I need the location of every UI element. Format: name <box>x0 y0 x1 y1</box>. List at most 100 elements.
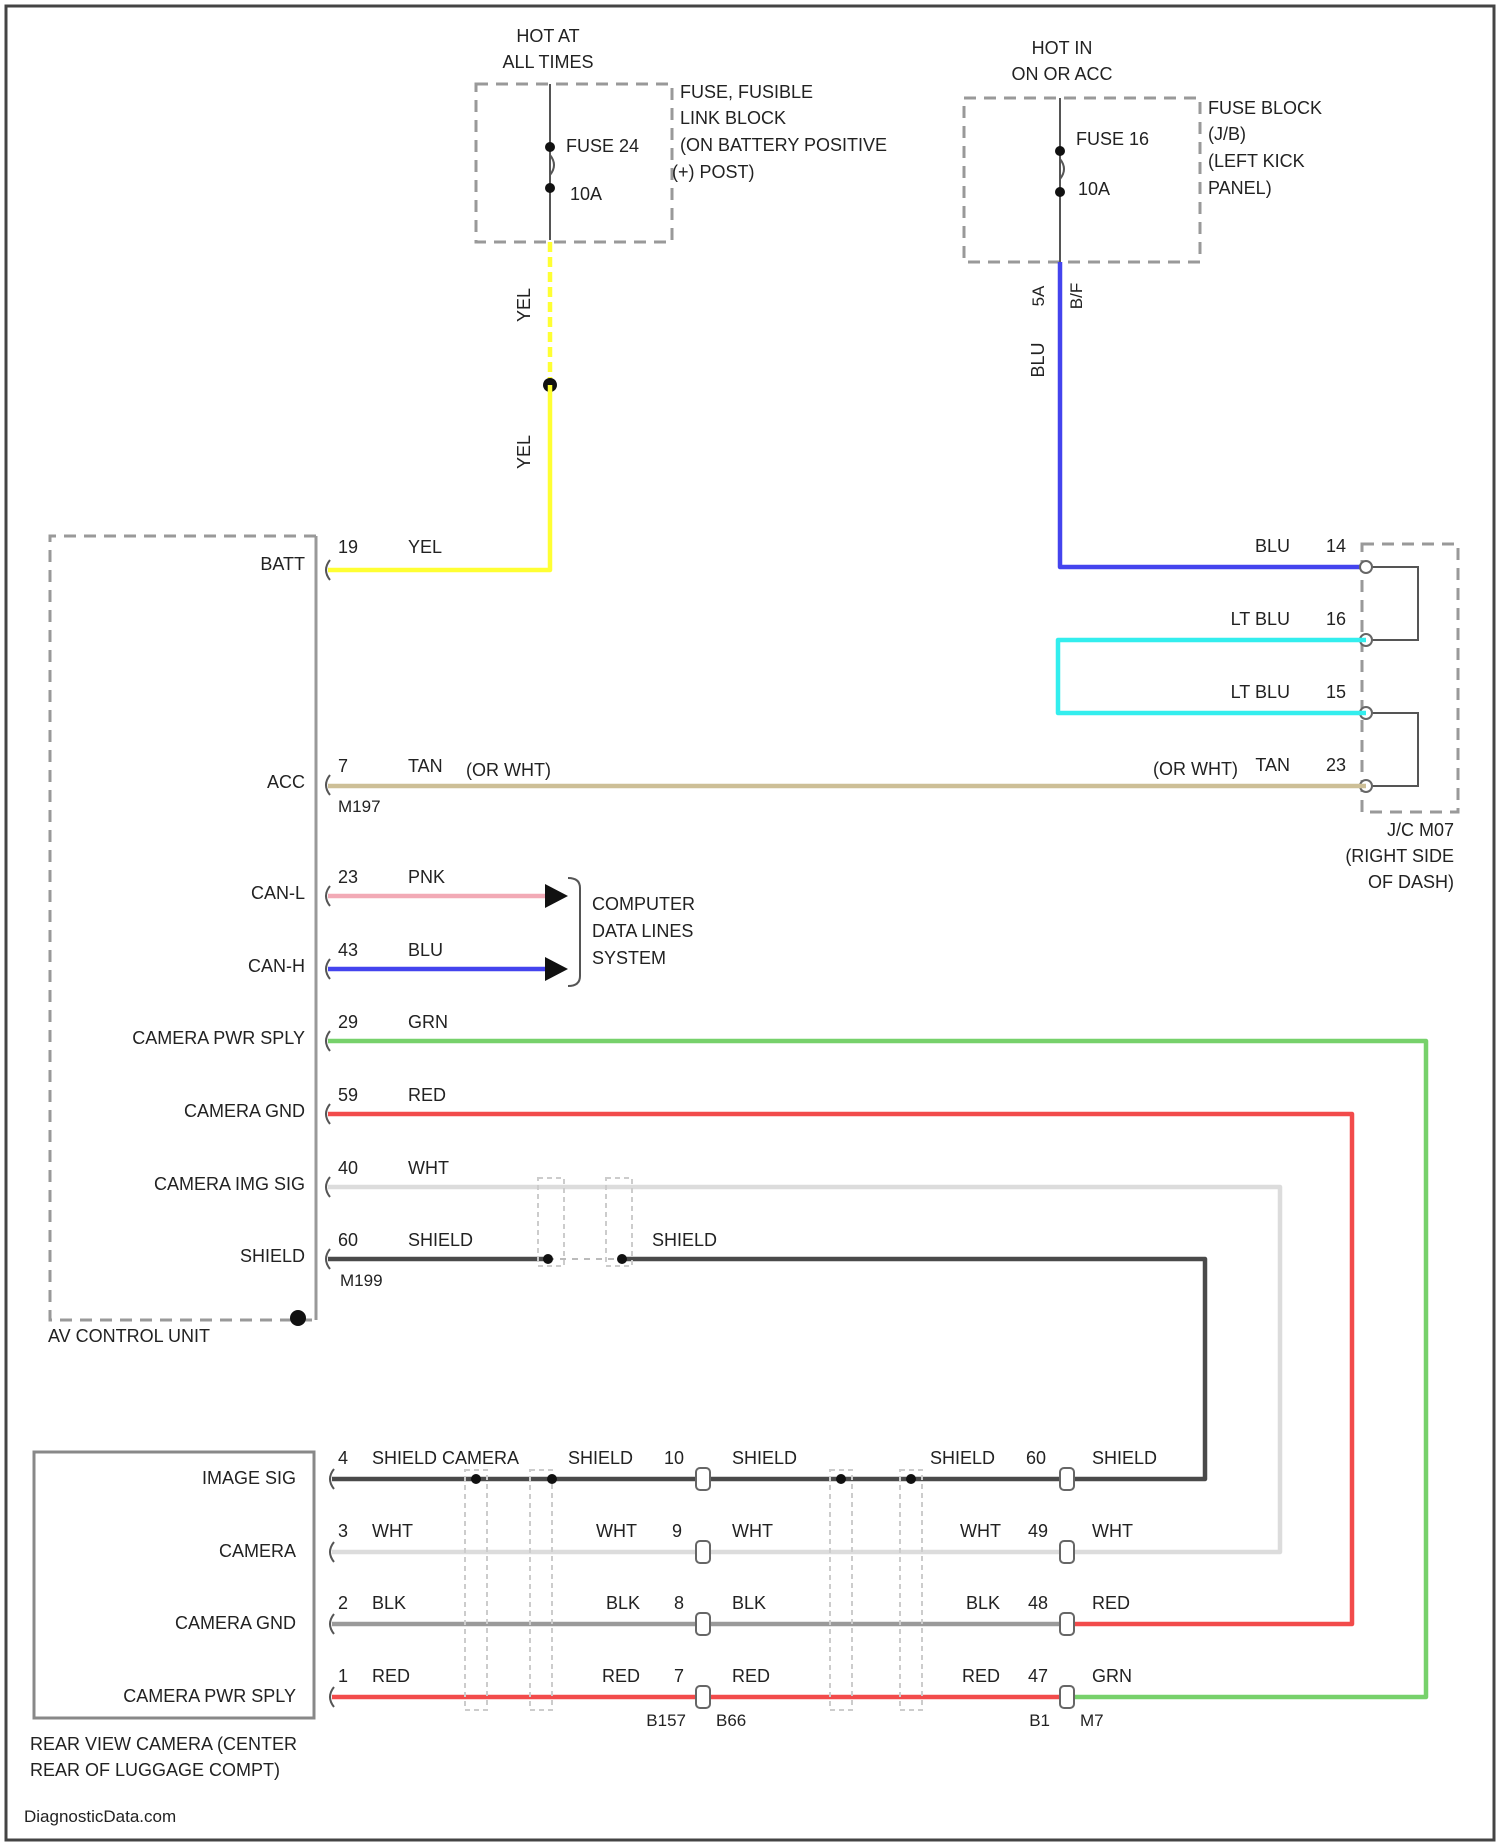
hot-at-all-times-line2: ALL TIMES <box>502 52 593 72</box>
cam-r3-mid: RED <box>602 1666 640 1686</box>
camera-outline <box>34 1452 314 1718</box>
connector-m7: M7 <box>1080 1711 1104 1730</box>
jc-location-line2: OF DASH) <box>1368 872 1454 892</box>
data-lines-line3: SYSTEM <box>592 948 666 968</box>
conn2-pin-60 <box>1060 1468 1074 1490</box>
wire-shield <box>328 1259 1205 1479</box>
wire-grn-camera-pwr <box>328 1041 1426 1697</box>
cam-r2-wire: BLK <box>372 1593 406 1613</box>
av-splice-m197: M197 <box>338 797 381 816</box>
av-wire-acc: TAN <box>408 756 443 776</box>
fuse-right-pin-a: 5A <box>1029 285 1048 306</box>
av-pin-can-l-label: CAN-L <box>251 883 305 903</box>
connector-b157: B157 <box>646 1711 686 1730</box>
cam-r3-w3: GRN <box>1092 1666 1132 1686</box>
cam-r0-c2: 60 <box>1026 1448 1046 1468</box>
jc-pin-15-num: 15 <box>1326 682 1346 702</box>
fuse-left-block-line2: LINK BLOCK <box>680 108 786 128</box>
cam-r1-w1: WHT <box>732 1521 773 1541</box>
cam-r3-c2: 47 <box>1028 1666 1048 1686</box>
conn1-pin-7 <box>696 1686 710 1708</box>
cam-r1-wire: WHT <box>372 1521 413 1541</box>
av-pin-shield-label: SHIELD <box>240 1246 305 1266</box>
av-pin-acc-num: 7 <box>338 756 348 776</box>
av-pin-camera-gnd-num: 59 <box>338 1085 358 1105</box>
camera-shield-ring-4 <box>900 1470 922 1710</box>
jc-pin-23-alt: (OR WHT) <box>1153 759 1238 779</box>
connector-b66: B66 <box>716 1711 746 1730</box>
av-control-unit: AV CONTROL UNIT BATT ACC CAN-L CAN-H CAM… <box>48 536 717 1346</box>
connector-b1: B1 <box>1029 1711 1050 1730</box>
cam-r3-num: 1 <box>338 1666 348 1686</box>
av-splice-m199: M199 <box>340 1271 383 1290</box>
av-wire-can-h: BLU <box>408 940 443 960</box>
conn2-pin-47 <box>1060 1686 1074 1708</box>
camera-shield-ring-2 <box>530 1470 552 1710</box>
cam-r1-w2: WHT <box>960 1521 1001 1541</box>
cam-r0-w2: SHIELD <box>930 1448 995 1468</box>
fuse-left-rating: 10A <box>570 184 602 204</box>
conn1-pin-8 <box>696 1613 710 1635</box>
jc-pin-15-wire: LT BLU <box>1231 682 1290 702</box>
cam-r3-c1: 7 <box>674 1666 684 1686</box>
camera-shield-splice-2 <box>547 1474 557 1484</box>
cam-r1-c2: 49 <box>1028 1521 1048 1541</box>
jc-pin-23-wire: TAN <box>1255 755 1290 775</box>
hot-in-on-line2: ON OR ACC <box>1011 64 1112 84</box>
watermark: DiagnosticData.com <box>24 1807 176 1826</box>
av-pin-batt-num: 19 <box>338 537 358 557</box>
av-wire-shield: SHIELD <box>408 1230 473 1250</box>
jc-bridge-lower <box>1366 713 1418 786</box>
cam-r1-w3: WHT <box>1092 1521 1133 1541</box>
wire-label-yel-1: YEL <box>514 288 534 322</box>
fuse-left-terminal-top <box>545 142 555 152</box>
av-unit-name: AV CONTROL UNIT <box>48 1326 210 1346</box>
cam-r2-c1: 8 <box>674 1593 684 1613</box>
av-wire-acc-alt: (OR WHT) <box>466 760 551 780</box>
av-wire-camera-pwr: GRN <box>408 1012 448 1032</box>
wire-blu-fuse-to-jc <box>1060 262 1366 567</box>
fuse-right-block-line2: (J/B) <box>1208 124 1246 144</box>
av-pin-acc-label: ACC <box>267 772 305 792</box>
conn1-pin-10 <box>696 1468 710 1490</box>
page-frame <box>6 6 1494 1840</box>
camera-name-line1: REAR VIEW CAMERA (CENTER <box>30 1734 297 1754</box>
cam-r2-w2: BLK <box>966 1593 1000 1613</box>
cam-r3-w2: RED <box>962 1666 1000 1686</box>
fuse-right-terminal-bottom <box>1055 187 1065 197</box>
av-wire-shield-2: SHIELD <box>652 1230 717 1250</box>
av-pin-camera-pwr-num: 29 <box>338 1012 358 1032</box>
fuse-right-pin-b: B/F <box>1067 283 1086 309</box>
jc-name: J/C M07 <box>1387 820 1454 840</box>
av-pin-camera-img-num: 40 <box>338 1158 358 1178</box>
data-lines-bracket <box>568 878 580 986</box>
jc-bridge-upper <box>1366 567 1418 640</box>
av-pin-camera-img-label: CAMERA IMG SIG <box>154 1174 305 1194</box>
shield-splice-left <box>543 1254 553 1264</box>
shield-ring-2 <box>606 1178 632 1266</box>
fuse-right-block-line3: (LEFT KICK <box>1208 151 1305 171</box>
camera-name-line2: REAR OF LUGGAGE COMPT) <box>30 1760 280 1780</box>
av-unit-ground-dot <box>290 1310 306 1326</box>
shield-splice-right <box>617 1254 627 1264</box>
data-lines-line1: COMPUTER <box>592 894 695 914</box>
camera-shield-splice-1 <box>471 1474 481 1484</box>
cam-r0-w1: SHIELD <box>732 1448 797 1468</box>
av-pin-camera-gnd-label: CAMERA GND <box>184 1101 305 1121</box>
cam-r2-c2: 48 <box>1028 1593 1048 1613</box>
av-wire-camera-gnd: RED <box>408 1085 446 1105</box>
fuse-block-left: HOT AT ALL TIMES FUSE 24 10A FUSE, FUSIB… <box>476 26 887 242</box>
rear-view-camera: REAR VIEW CAMERA (CENTER REAR OF LUGGAGE… <box>30 1452 334 1780</box>
connector-b1-m7 <box>1060 1468 1074 1708</box>
hot-at-all-times-line1: HOT AT <box>516 26 579 46</box>
camera-shield-ring-1 <box>465 1470 487 1710</box>
av-wire-can-l: PNK <box>408 867 445 887</box>
camera-pin-pwr-label: CAMERA PWR SPLY <box>123 1686 296 1706</box>
conn2-pin-48 <box>1060 1613 1074 1635</box>
cam-r1-mid: WHT <box>596 1521 637 1541</box>
jc-pin-23-num: 23 <box>1326 755 1346 775</box>
av-pin-can-h-label: CAN-H <box>248 956 305 976</box>
jc-location-line1: (RIGHT SIDE <box>1345 846 1454 866</box>
can-l-arrow <box>545 884 568 908</box>
